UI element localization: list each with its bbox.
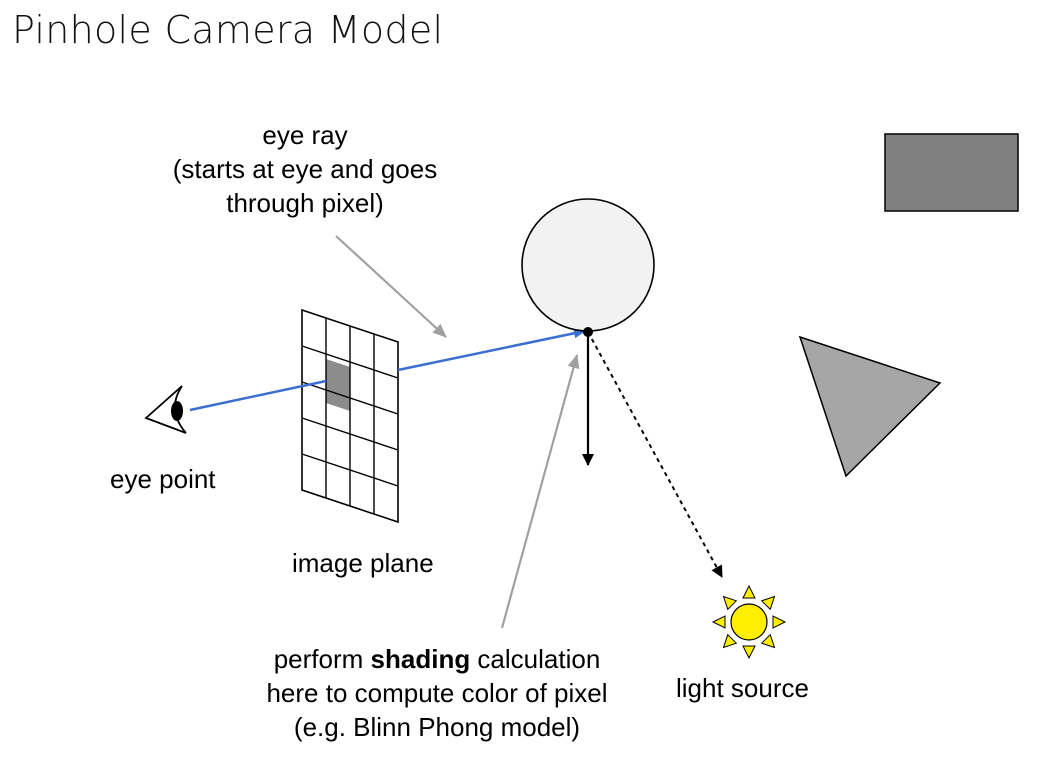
eye-ray-label: eye ray (starts at eye and goes through … <box>150 118 460 220</box>
light-source-label: light source <box>676 673 809 703</box>
shading-label-line-3: (e.g. Blinn Phong model) <box>293 712 581 742</box>
rectangle-object <box>884 133 1019 212</box>
eye-ray-segment-2 <box>397 328 586 372</box>
eye-ray-label-line-2: (starts at eye and goes <box>172 154 438 184</box>
eye-ray-label-line-1: eye ray <box>262 120 348 150</box>
shadow-ray-arrow <box>587 331 723 578</box>
shading-label-line-1: perform shading calculation <box>232 642 642 676</box>
shading-label-pre: perform <box>273 644 371 674</box>
triangle-object <box>798 335 942 478</box>
eye-ray-segment-1 <box>189 379 327 412</box>
eye-point-label: eye point <box>110 464 216 494</box>
shading-pointer <box>500 354 580 629</box>
sphere <box>521 198 655 332</box>
shading-label-post: calculation <box>470 644 601 674</box>
shading-label-line-2: here to compute color of pixel <box>266 678 608 708</box>
shading-label: perform shading calculation here to comp… <box>232 642 642 744</box>
eye-ray-label-line-3: through pixel) <box>226 188 384 218</box>
slide-title: Pinhole Camera Model <box>12 8 444 52</box>
shading-label-bold: shading <box>370 644 471 674</box>
image-plane-grid <box>301 308 399 524</box>
image-plane-label: image plane <box>292 548 434 578</box>
highlighted-pixel <box>326 359 350 411</box>
eye-icon <box>144 385 187 434</box>
eye-ray-pointer <box>335 235 447 338</box>
sun-icon <box>711 584 787 660</box>
